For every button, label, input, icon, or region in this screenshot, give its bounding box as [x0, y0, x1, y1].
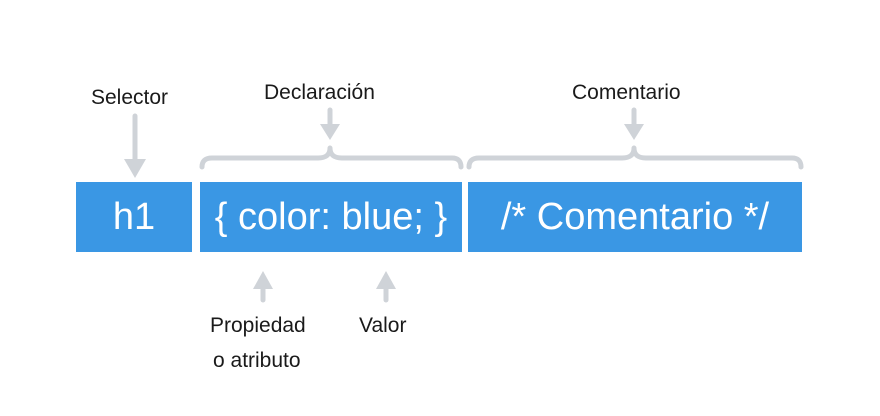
declaration-box: { color: blue; }: [200, 182, 462, 252]
comentario-brace: [466, 145, 804, 170]
propiedad-label-line2: o atributo: [213, 349, 301, 372]
selector-arrowhead: [124, 159, 146, 178]
comentario-arrowhead: [624, 124, 644, 140]
selector-label: Selector: [91, 86, 169, 109]
comment-box: /* Comentario */: [468, 182, 802, 252]
declaracion-label: Declaración: [264, 81, 375, 104]
declaracion-arrowhead: [320, 124, 340, 140]
declaracion-brace: [199, 145, 464, 170]
comentario-label: Comentario: [572, 81, 681, 104]
selector-box: h1: [76, 182, 192, 252]
valor-label: Valor: [359, 314, 407, 337]
propiedad-label-line1: Propiedad: [210, 314, 306, 337]
propiedad-arrowhead: [253, 271, 273, 289]
valor-arrowhead: [376, 271, 396, 289]
